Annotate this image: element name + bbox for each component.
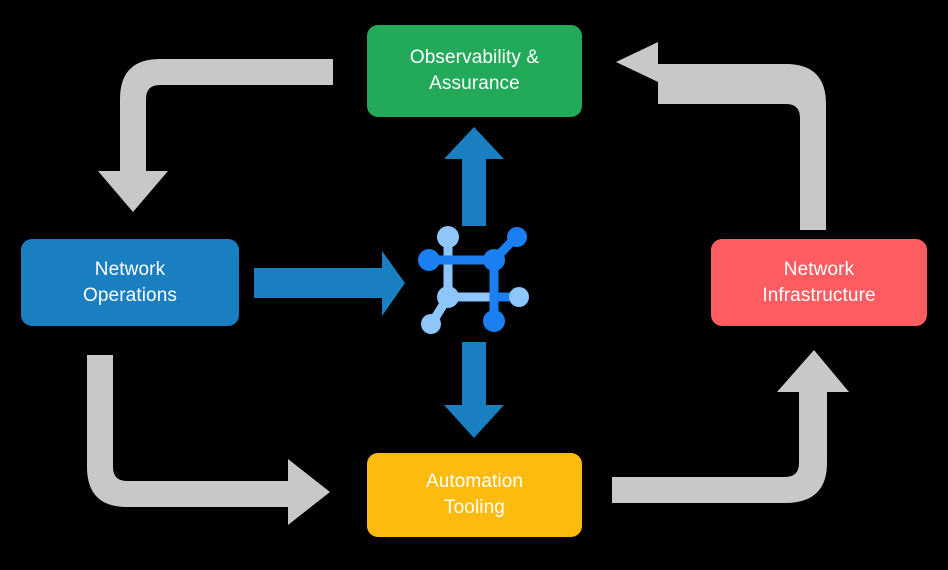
node-box-observability[interactable]: Observability & Assurance: [367, 25, 582, 117]
gray-arrow-infrastructure-to-observability: [616, 42, 826, 230]
topology-light-edges: [427, 233, 499, 328]
topology-light-nodes: [421, 226, 529, 334]
blue-arrow-ops-to-center: [254, 251, 405, 316]
blue-arrow-center-to-automation: [444, 342, 504, 438]
node-box-network-infrastructure[interactable]: Network Infrastructure: [711, 239, 927, 326]
gray-arrow-operations-to-automation: [87, 355, 330, 525]
network-topology-icon: [418, 226, 529, 334]
node-box-automation-tooling[interactable]: Automation Tooling: [367, 453, 582, 537]
node-box-network-operations[interactable]: Network Operations: [21, 239, 239, 326]
topology-dark-nodes: [418, 227, 527, 332]
gray-arrow-automation-to-infrastructure: [612, 350, 849, 503]
blue-arrow-center-to-observability: [444, 127, 504, 226]
gray-arrow-observability-to-operations: [98, 59, 333, 212]
